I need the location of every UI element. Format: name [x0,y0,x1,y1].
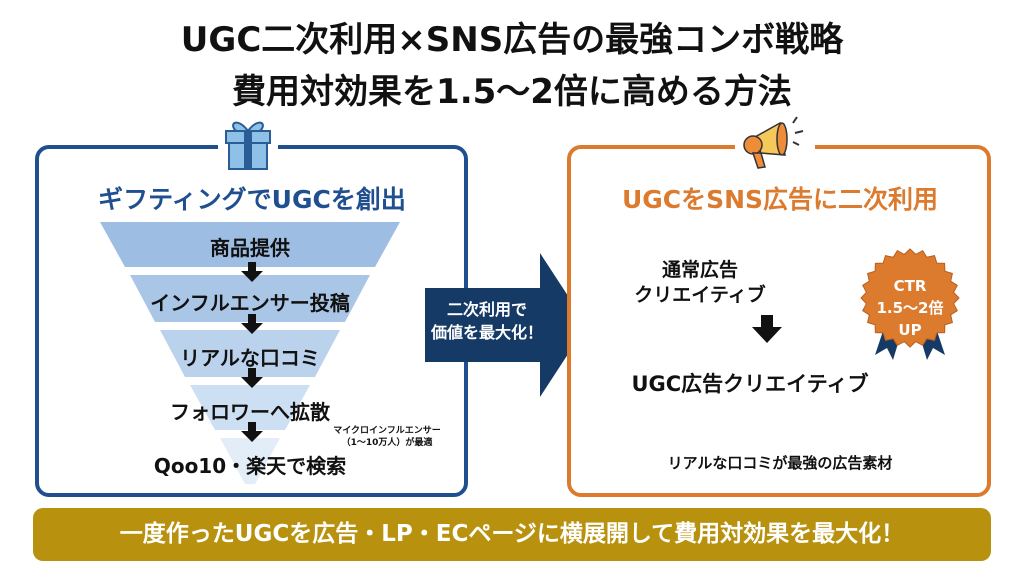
center-arrow-shape [425,253,587,397]
ctr-seal [860,248,960,348]
funnel-layer-5 [220,438,280,484]
note-line-1: マイクロインフルエンサー [333,426,441,436]
badge-line-1: CTR [893,277,927,295]
normal-ad-line-1: 通常広告 [661,259,738,281]
funnel-step-4: フォロワーへ拡散 [170,400,330,424]
down-arrow-icon [241,314,263,334]
funnel-step-3: リアルな口コミ [180,346,320,370]
funnel-layer-4 [190,385,310,430]
micro-influencer-note: マイクロインフルエンサー （1〜10万人）が最適 [322,425,452,449]
down-arrow-icon [241,262,263,282]
page-title-line2: 費用対効果を1.5〜2倍に高める方法 [232,72,792,112]
normal-ad-line-2: クリエイティブ [634,284,766,306]
funnel-layer-2 [130,275,370,322]
page-title-line1: UGC二次利用×SNS広告の最強コンボ戦略 [180,20,844,60]
megaphone-icon [735,115,815,175]
center-arrow-line-2: 価値を最大化！ [430,323,543,342]
ctr-badge-text: CTR 1.5〜2倍 UP [868,275,952,341]
bottom-banner: 一度作ったUGCを広告・LP・ECページに横展開して費用対効果を最大化！ [33,508,991,561]
gift-icon [218,115,278,173]
badge-line-2: 1.5〜2倍 [876,299,944,317]
funnel-step-2: インフルエンサー投稿 [150,291,350,315]
badge-line-3: UP [898,321,922,339]
down-arrow-icon [241,422,263,442]
funnel-step-5: Qoo10・楽天で検索 [153,454,347,478]
sns-ad-heading: UGCをSNS広告に二次利用 [621,185,939,214]
funnel-arrows [241,262,263,442]
ugc-ad-creative: UGC広告クリエイティブ [631,372,869,396]
funnel-layer-1 [100,222,400,267]
gifting-heading: ギフティングでUGCを創出 [98,185,406,214]
ctr-badge-graphic [860,248,960,360]
center-arrow-label: 二次利用で 価値を最大化！ [428,298,546,344]
ad-caption: リアルな口コミが最強の広告素材 [667,454,893,472]
funnel-graphic [100,222,400,484]
down-arrow-icon [241,368,263,388]
funnel-layer-3 [160,330,340,377]
center-arrow-line-1: 二次利用で [446,300,527,319]
funnel-step-1: 商品提供 [210,236,290,260]
normal-ad-creative: 通常広告 クリエイティブ [600,258,800,308]
down-arrow-icon [752,315,782,343]
note-line-2: （1〜10万人）が最適 [341,438,433,448]
